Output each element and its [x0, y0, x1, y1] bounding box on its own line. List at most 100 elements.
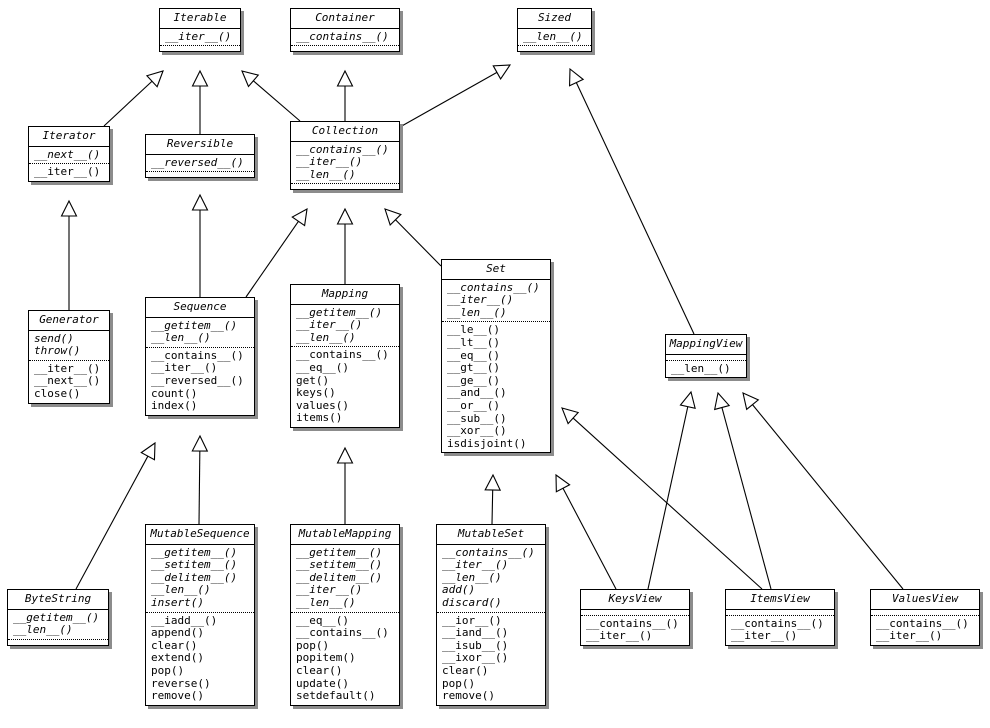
concrete-method: __len__()	[671, 361, 731, 375]
edge-keysview-to-mappingview	[647, 406, 689, 590]
class-name: Generator	[29, 311, 109, 331]
abstract-methods-section: __getitem__()__iter__()__len__()	[291, 305, 399, 347]
abstract-methods-section: __getitem__()__setitem__()__delitem__()_…	[291, 545, 399, 612]
abstract-method: add()	[442, 583, 476, 597]
class-name: Set	[442, 260, 550, 280]
concrete-method: __le__()	[447, 323, 500, 337]
concrete-methods-section	[518, 45, 591, 51]
edge-valuesview-to-mappingview	[752, 404, 904, 590]
abstract-method: __iter__()	[165, 29, 232, 43]
abstract-methods-section: __iter__()	[160, 29, 240, 46]
concrete-methods-section	[291, 45, 399, 51]
concrete-method: __ixor__()	[442, 651, 509, 665]
inheritance-arrowhead	[145, 70, 164, 88]
concrete-method: __eq__()	[296, 613, 349, 627]
concrete-method: reverse()	[151, 676, 211, 690]
inheritance-arrowhead	[291, 207, 308, 227]
concrete-method: values()	[296, 398, 349, 412]
edge-itemsview-to-set	[572, 417, 763, 590]
inheritance-arrowhead	[492, 64, 512, 80]
edge-mutablesequence-to-sequence	[198, 450, 201, 525]
abstract-method: __setitem__()	[296, 558, 383, 572]
abstract-method: __len__()	[13, 623, 73, 637]
concrete-methods-section: __le__()__lt__()__eq__()__gt__()__ge__()…	[442, 321, 550, 452]
inheritance-arrowhead	[561, 407, 580, 425]
inheritance-arrowhead	[336, 446, 354, 464]
class-name: Iterator	[29, 127, 109, 147]
concrete-method: __iter__()	[151, 361, 218, 375]
inheritance-arrowhead	[191, 69, 209, 87]
concrete-method: pop()	[442, 676, 476, 690]
inheritance-arrowhead	[336, 69, 354, 87]
abstract-methods-section: __contains__()__iter__()__len__()add()di…	[437, 545, 545, 612]
inheritance-arrowhead	[555, 473, 571, 493]
class-box-keysview: KeysView __contains__()__iter__()	[580, 589, 690, 646]
concrete-methods-section	[160, 45, 240, 51]
abstract-method: __len__()	[151, 583, 211, 597]
class-box-mutablemapping: MutableMapping__getitem__()__setitem__()…	[290, 524, 400, 706]
concrete-method: __xor__()	[447, 424, 507, 438]
concrete-method: remove()	[151, 689, 204, 703]
concrete-methods-section	[8, 638, 108, 645]
concrete-method: popitem()	[296, 651, 356, 665]
concrete-method: index()	[151, 399, 198, 413]
concrete-method: __gt__()	[447, 361, 500, 375]
concrete-methods-section	[291, 183, 399, 189]
edge-iterator-to-iterable	[103, 80, 153, 127]
class-name: MutableMapping	[291, 525, 399, 545]
class-box-mutableset: MutableSet__contains__()__iter__()__len_…	[436, 524, 546, 706]
class-box-reversible: Reversible__reversed__()	[145, 134, 255, 179]
inheritance-arrowhead	[60, 199, 78, 217]
class-name: ByteString	[8, 590, 108, 610]
abstract-methods-section: __contains__()__iter__()__len__()	[291, 142, 399, 184]
inheritance-arrowhead	[384, 208, 402, 226]
edge-keysview-to-set	[562, 488, 617, 590]
abstract-methods-section: __getitem__()__len__()	[146, 318, 254, 347]
concrete-methods-section: __contains__()__iter__()__reversed__()co…	[146, 346, 254, 415]
class-name: MutableSet	[437, 525, 545, 545]
abstract-methods-section: __reversed__()	[146, 155, 254, 172]
concrete-method: __eq__()	[296, 360, 349, 374]
abstract-methods-section: __contains__()	[291, 29, 399, 46]
inheritance-arrowhead	[713, 391, 731, 411]
abstract-method: __len__()	[151, 331, 211, 345]
class-box-mappingview: MappingView__len__()	[665, 334, 747, 379]
inheritance-arrowhead	[679, 390, 696, 409]
concrete-method: __iter__()	[34, 361, 101, 375]
concrete-methods-section: __len__()	[666, 359, 746, 378]
concrete-method: __contains__()	[586, 616, 679, 630]
edge-set-to-collection	[395, 219, 442, 267]
abstract-methods-section: __contains__()__iter__()__len__()	[442, 280, 550, 322]
class-name: Iterable	[160, 9, 240, 29]
abstract-method: __iter__()	[296, 155, 363, 169]
abstract-method: __iter__()	[296, 583, 363, 597]
concrete-methods-section: __iter__()	[29, 163, 109, 181]
concrete-method: isdisjoint()	[447, 436, 527, 450]
edge-sequence-to-collection	[245, 221, 299, 298]
abstract-method: __getitem__()	[296, 305, 383, 319]
abstract-method: __iter__()	[296, 318, 363, 332]
concrete-method: __and__()	[447, 386, 507, 400]
class-box-mutablesequence: MutableSequence__getitem__()__setitem__(…	[145, 524, 255, 706]
concrete-methods-section: __contains__()__iter__()	[581, 614, 689, 645]
concrete-method: items()	[296, 411, 343, 425]
abstract-method: discard()	[442, 595, 502, 609]
concrete-method: __ge__()	[447, 373, 500, 387]
class-name: Sized	[518, 9, 591, 29]
concrete-method: __contains__()	[731, 616, 824, 630]
concrete-method: remove()	[442, 689, 495, 703]
concrete-method: __iter__()	[34, 165, 101, 179]
abstract-method: __len__()	[296, 167, 356, 181]
concrete-method: __lt__()	[447, 335, 500, 349]
abstract-method: __getitem__()	[151, 318, 238, 332]
edge-mappingview-to-sized	[575, 82, 695, 335]
class-box-container: Container__contains__()	[290, 8, 400, 53]
class-box-mapping: Mapping__getitem__()__iter__()__len__()_…	[290, 284, 400, 428]
concrete-method: __contains__()	[876, 616, 969, 630]
class-name: KeysView	[581, 590, 689, 610]
edge-collection-to-sized	[399, 71, 498, 128]
concrete-methods-section: __iadd__()append()clear()extend()pop()re…	[146, 611, 254, 705]
concrete-methods-section	[146, 171, 254, 177]
